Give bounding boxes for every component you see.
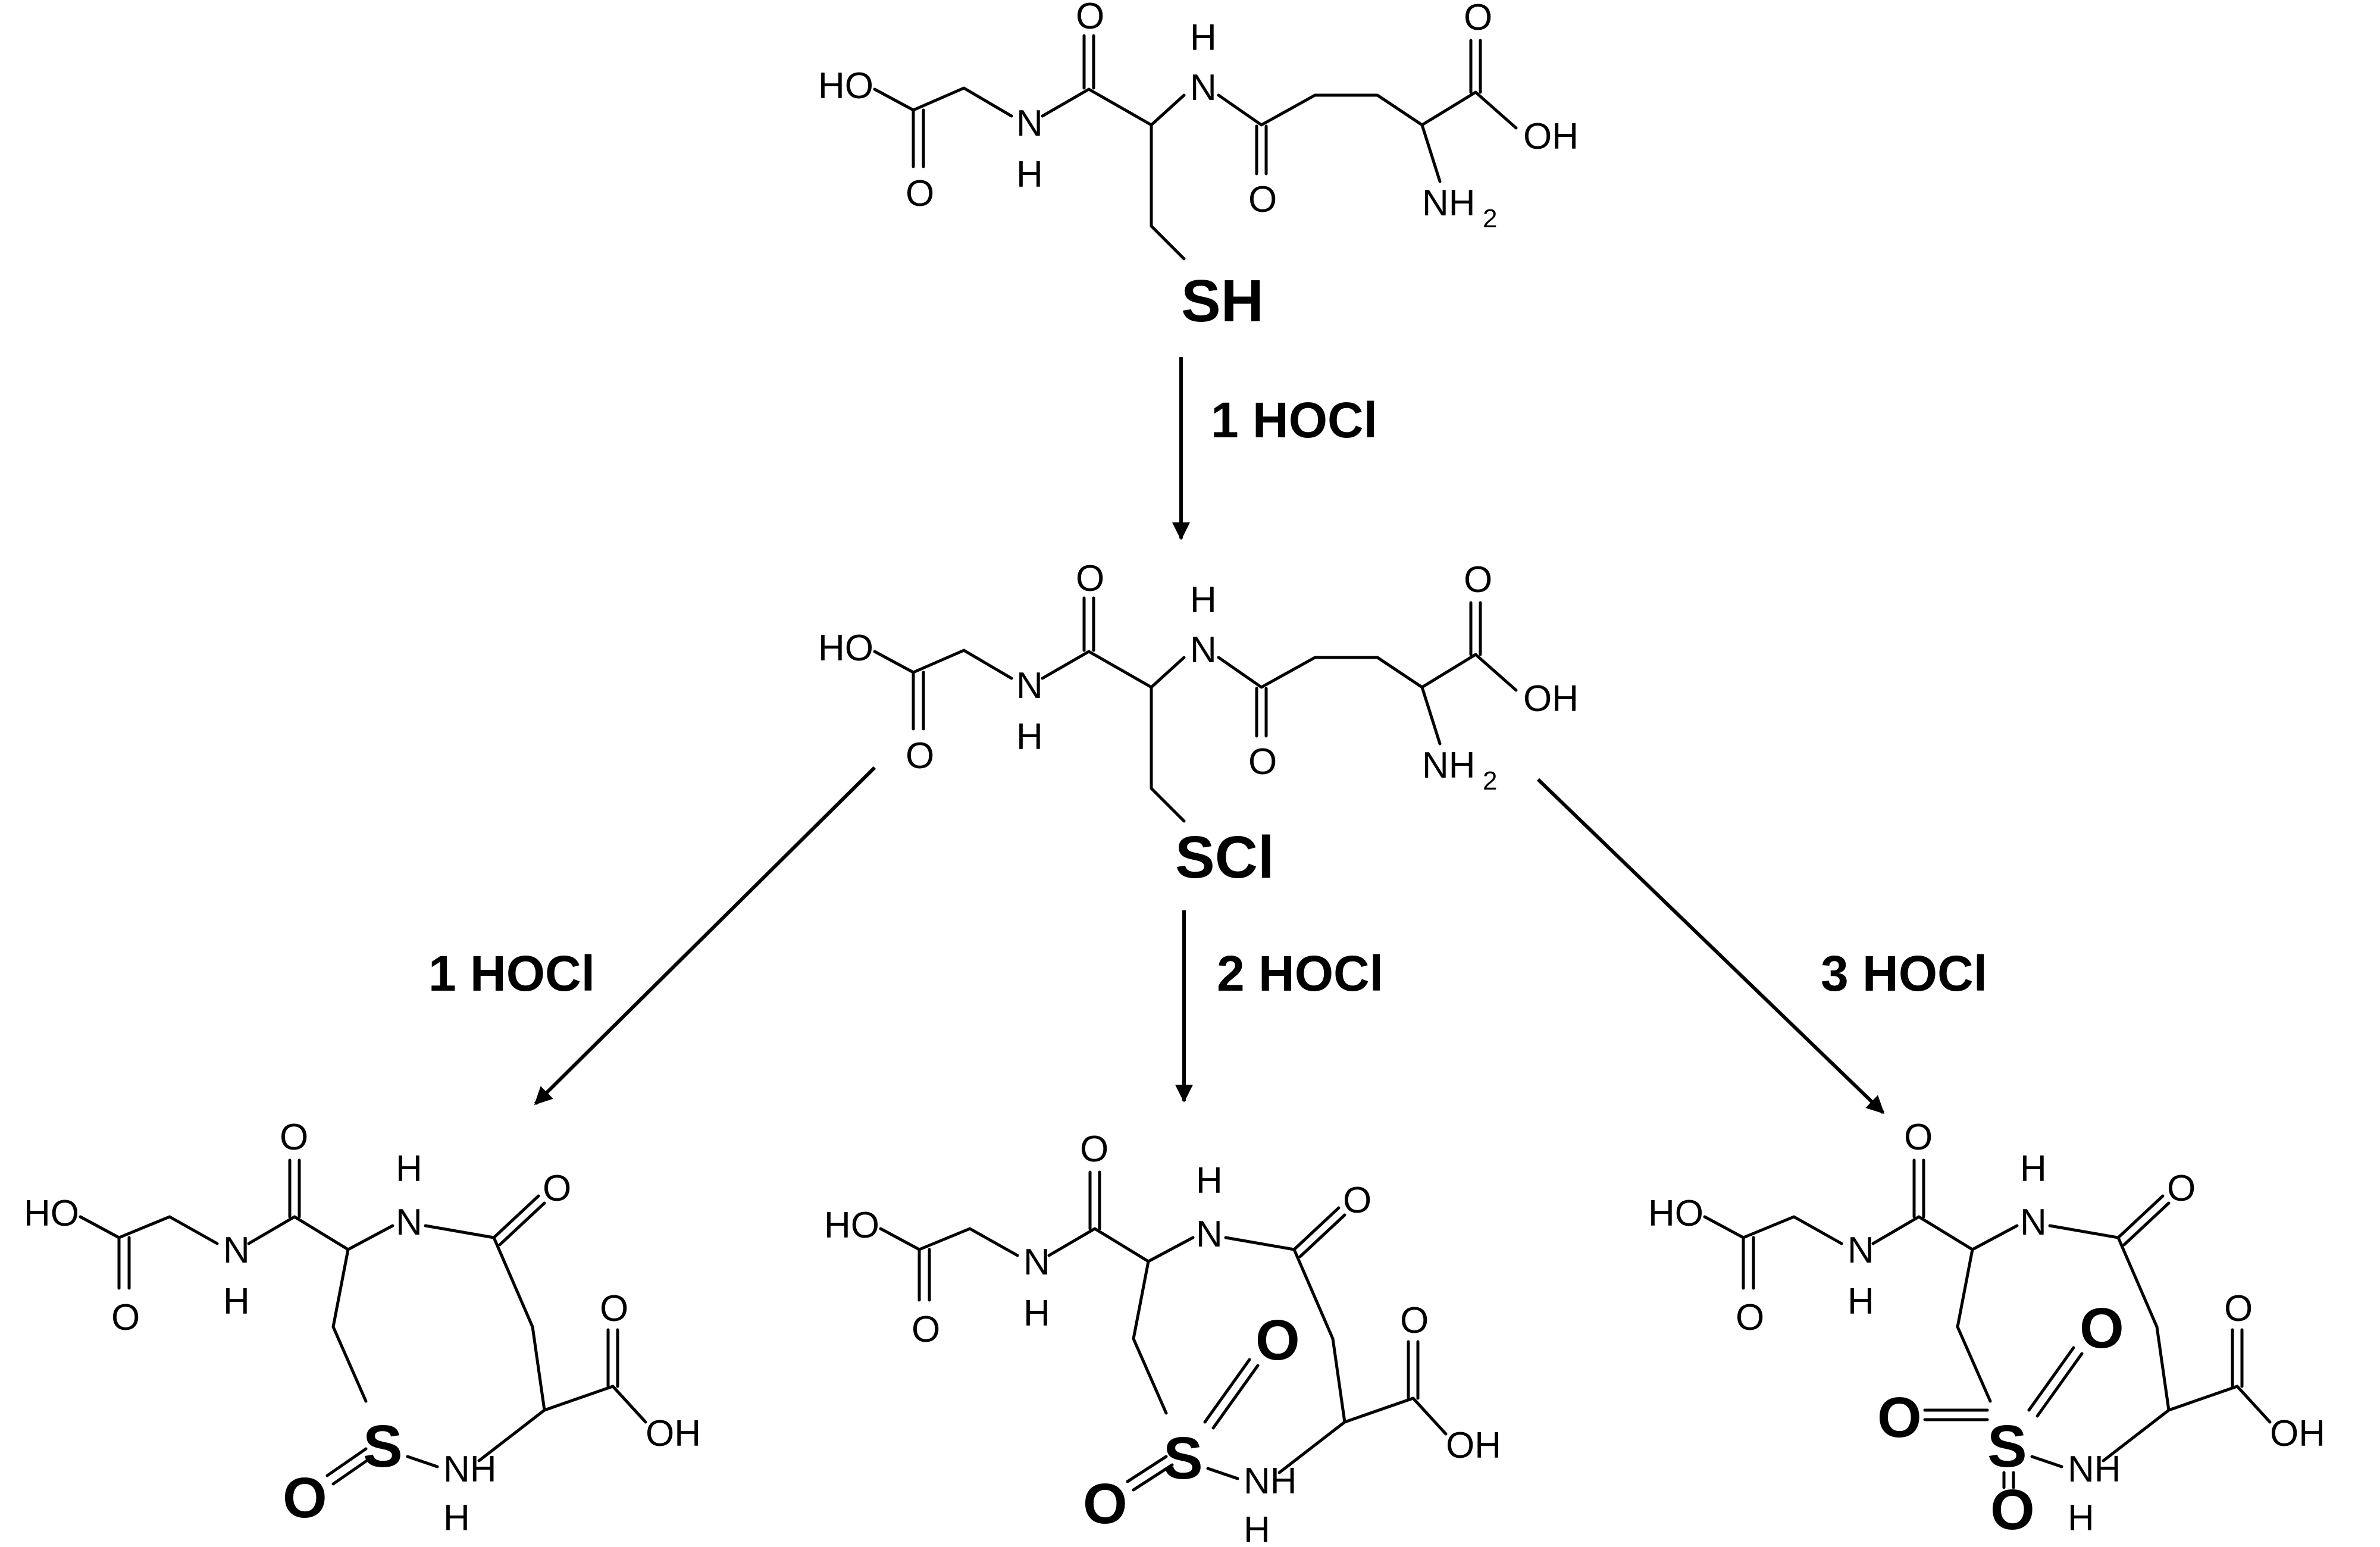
left-branch-arrow <box>534 766 876 1106</box>
oxygen-upper: O <box>2080 1297 2124 1360</box>
trioxidized-structure: O O O <box>1648 1117 2325 1542</box>
sulfonyl-oxygen-lower: O <box>1083 1472 1128 1536</box>
sulfonyl-oxygen-upper: O <box>1255 1308 1300 1372</box>
middle-reagent-label: 2 HOCl <box>1217 945 1383 1001</box>
right-reagent-label: 3 HOCl <box>1821 945 1987 1001</box>
sulfenyl-chloride-group: SCl <box>1175 824 1274 891</box>
sulfinyl-oxygen: O <box>283 1466 327 1530</box>
glutathione-structure: SH <box>818 0 1579 334</box>
sulfenyl-chloride-structure: SCl <box>818 558 1579 891</box>
right-branch-arrow <box>1536 778 1885 1114</box>
sulfinamide-structure: O <box>24 1117 701 1539</box>
thiol-group: SH <box>1181 268 1264 334</box>
sulfonamide-structure: O O <box>824 1129 1501 1547</box>
left-reagent-label: 1 HOCl <box>428 945 595 1001</box>
oxygen-left: O <box>1877 1386 1922 1449</box>
step1-reagent-label: 1 HOCl <box>1211 392 1377 448</box>
